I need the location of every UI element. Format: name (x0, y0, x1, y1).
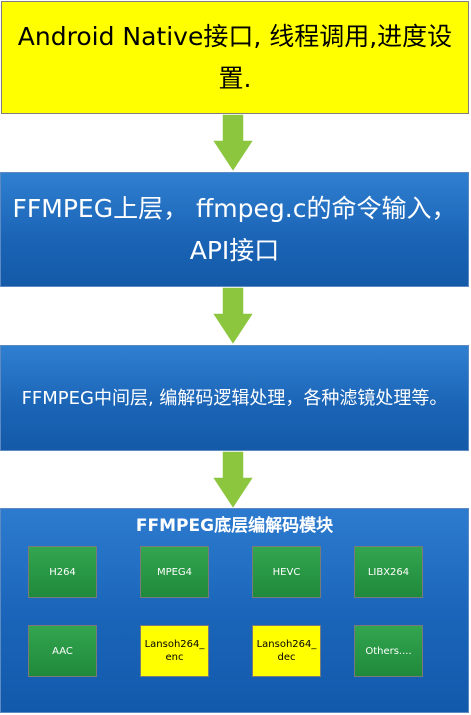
layer-ffmpeg-middle: FFMPEG中间层, 编解码逻辑处理，各种滤镜处理等。 (0, 345, 469, 451)
layer-ffmpeg-bottom-title: FFMPEG底层编解码模块 (135, 516, 334, 536)
module-aac: AAC (28, 625, 97, 677)
module-label: Others.... (365, 645, 412, 657)
layer-android-native-label: Android Native接口, 线程调用,进度设置. (17, 21, 453, 93)
module-hevc: HEVC (252, 546, 321, 598)
module-label: HEVC (272, 566, 301, 578)
module-libx264: LIBX264 (354, 546, 423, 598)
module-label: AAC (52, 645, 73, 657)
down-arrow-icon (212, 451, 254, 509)
down-arrow-icon (212, 114, 254, 172)
layer-ffmpeg-middle-label: FFMPEG中间层, 编解码逻辑处理，各种滤镜处理等。 (21, 387, 448, 409)
module-h264: H264 (28, 546, 97, 598)
module-others: Others.... (354, 625, 423, 677)
module-label: Lansoh264_dec (256, 639, 317, 663)
module-label: LIBX264 (367, 566, 410, 578)
module-label: MPEG4 (156, 566, 193, 578)
layer-ffmpeg-bottom: FFMPEG底层编解码模块 H264 MPEG4 HEVC LIBX264 AA… (0, 508, 469, 713)
module-lansoh264-dec: Lansoh264_dec (252, 625, 321, 677)
layer-ffmpeg-upper-label: FFMPEG上层， ffmpeg.c的命令输入，API接口 (12, 193, 457, 265)
module-label: H264 (49, 566, 76, 578)
module-mpeg4: MPEG4 (140, 546, 209, 598)
module-label: Lansoh264_enc (144, 639, 205, 663)
layer-android-native: Android Native接口, 线程调用,进度设置. (1, 1, 469, 114)
down-arrow-icon (212, 287, 254, 345)
module-lansoh264-enc: Lansoh264_enc (140, 625, 209, 677)
layer-ffmpeg-upper: FFMPEG上层， ffmpeg.c的命令输入，API接口 (0, 172, 469, 287)
